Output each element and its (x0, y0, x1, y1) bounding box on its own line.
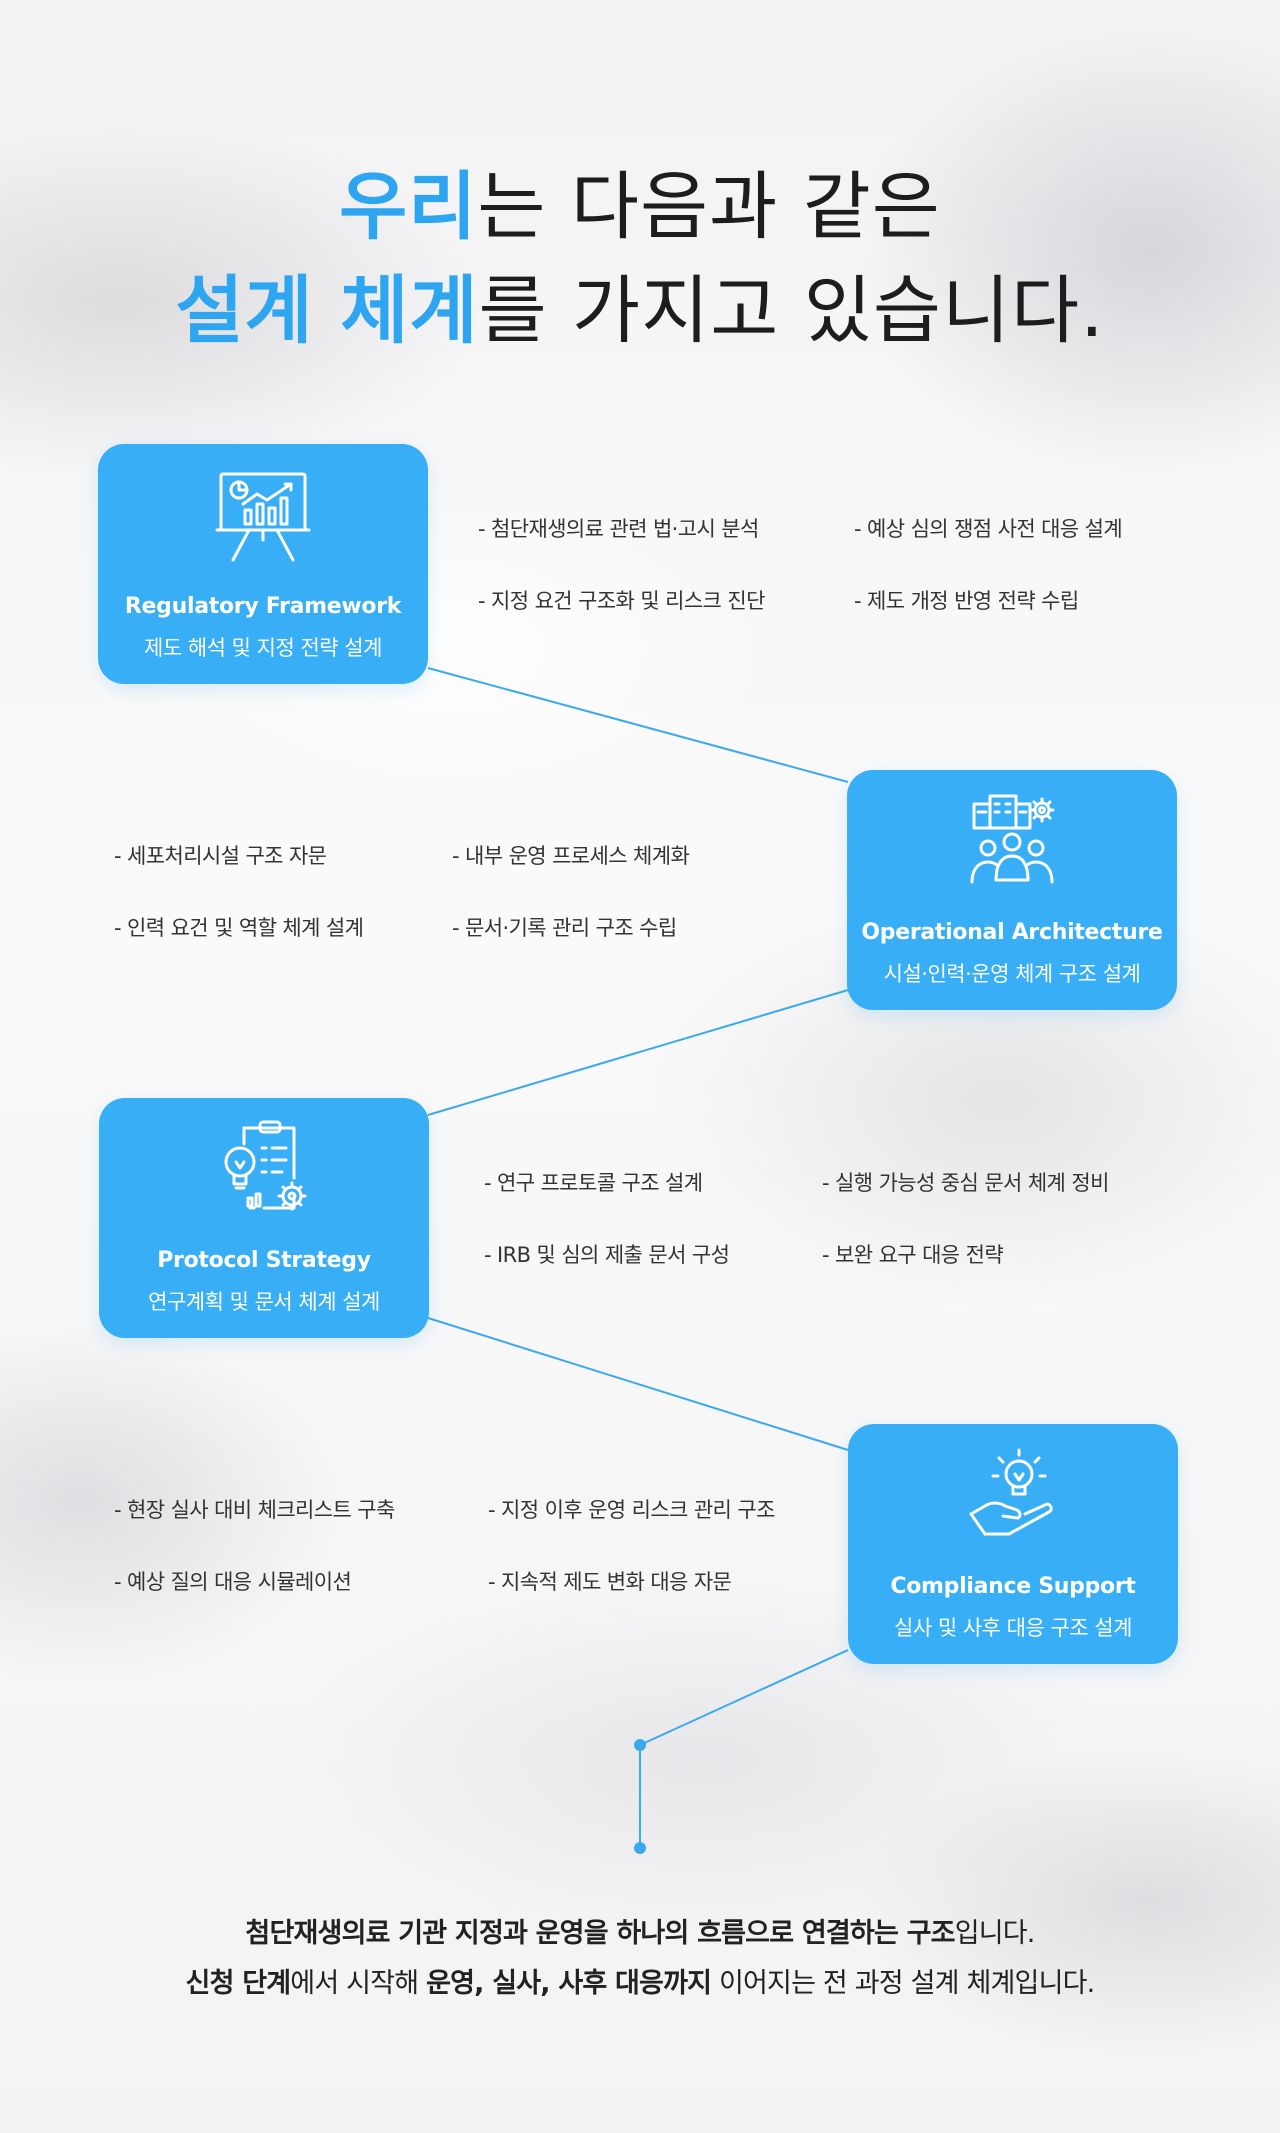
list-item: - 문서·기록 관리 구조 수립 (452, 916, 677, 940)
headline-text-1: 는 다음과 같은 (477, 164, 941, 250)
connector-dot-bottom (634, 1842, 646, 1854)
headline-line-2: 설계 체계를 가지고 있습니다. (0, 259, 1280, 363)
page-headline: 우리는 다음과 같은 설계 체계를 가지고 있습니다. (0, 155, 1280, 363)
closing-bold-1: 첨단재생의료 기관 지정과 운영을 하나의 흐름으로 연결하는 구조 (245, 1918, 955, 1949)
card-title-en: Protocol Strategy (157, 1248, 371, 1273)
card-compliance-support: Compliance Support 실사 및 사후 대응 구조 설계 (848, 1424, 1178, 1664)
closing-text-3: 이어지는 전 과정 설계 체계입니다. (711, 1968, 1095, 1999)
connector-line-3 (427, 1317, 849, 1451)
list-item: - 보완 요구 대응 전략 (822, 1243, 1004, 1267)
card-title-en: Operational Architecture (861, 920, 1163, 945)
list-item: - 첨단재생의료 관련 법·고시 분석 (478, 517, 759, 541)
card-title-ko: 연구계획 및 문서 체계 설계 (148, 1290, 380, 1314)
closing-line-2: 신청 단계에서 시작해 운영, 실사, 사후 대응까지 이어지는 전 과정 설계… (0, 1961, 1280, 2000)
card-title-ko: 시설·인력·운영 체계 구조 설계 (883, 962, 1141, 986)
card-title-en: Compliance Support (890, 1574, 1136, 1599)
hand-lightbulb-icon (963, 1444, 1063, 1544)
card-title-ko: 실사 및 사후 대응 구조 설계 (894, 1616, 1132, 1640)
connector-line-4 (639, 1649, 849, 1746)
closing-bold-3: 운영, 실사, 사후 대응까지 (426, 1968, 712, 1999)
list-item: - 예상 심의 쟁점 사전 대응 설계 (854, 517, 1123, 541)
list-item: - 현장 실사 대비 체크리스트 구축 (114, 1498, 395, 1522)
list-item: - 연구 프로토콜 구조 설계 (484, 1171, 703, 1195)
card-operational-architecture: Operational Architecture 시설·인력·운영 체계 구조 … (847, 770, 1177, 1010)
list-item: - 실행 가능성 중심 문서 체계 정비 (822, 1171, 1109, 1195)
list-item: - 지정 요건 구조화 및 리스크 진단 (478, 589, 765, 613)
presentation-chart-icon (213, 464, 313, 564)
closing-line-1: 첨단재생의료 기관 지정과 운영을 하나의 흐름으로 연결하는 구조입니다. (0, 1911, 1280, 1950)
headline-highlight-1: 우리 (339, 164, 478, 250)
list-item: - 지속적 제도 변화 대응 자문 (488, 1570, 732, 1594)
card-protocol-strategy: Protocol Strategy 연구계획 및 문서 체계 설계 (99, 1098, 429, 1338)
list-item: - 세포처리시설 구조 자문 (114, 844, 327, 868)
list-item: - IRB 및 심의 제출 문서 구성 (484, 1243, 730, 1267)
headline-line-1: 우리는 다음과 같은 (0, 155, 1280, 259)
list-item: - 지정 이후 운영 리스크 관리 구조 (488, 1498, 775, 1522)
connector-line-1 (427, 667, 849, 783)
list-item: - 인력 요건 및 역할 체계 설계 (114, 916, 364, 940)
list-item: - 제도 개정 반영 전략 수립 (854, 589, 1079, 613)
card-regulatory-framework: Regulatory Framework 제도 해석 및 지정 전략 설계 (98, 444, 428, 684)
list-item: - 내부 운영 프로세스 체계화 (452, 844, 690, 868)
closing-bold-2: 신청 단계 (185, 1968, 292, 1999)
clipboard-lightbulb-icon (214, 1118, 314, 1218)
card-title-en: Regulatory Framework (124, 594, 402, 619)
headline-text-2: 를 가지고 있습니다. (478, 268, 1105, 354)
connector-dot-top (634, 1739, 646, 1751)
closing-text-2: 에서 시작해 (290, 1968, 427, 1999)
team-building-gear-icon (962, 790, 1062, 890)
connector-line-2 (427, 989, 849, 1116)
card-title-ko: 제도 해석 및 지정 전략 설계 (144, 636, 382, 660)
list-item: - 예상 질의 대응 시뮬레이션 (114, 1570, 352, 1594)
headline-highlight-2: 설계 체계 (175, 268, 479, 354)
closing-text-1: 입니다. (954, 1918, 1036, 1949)
